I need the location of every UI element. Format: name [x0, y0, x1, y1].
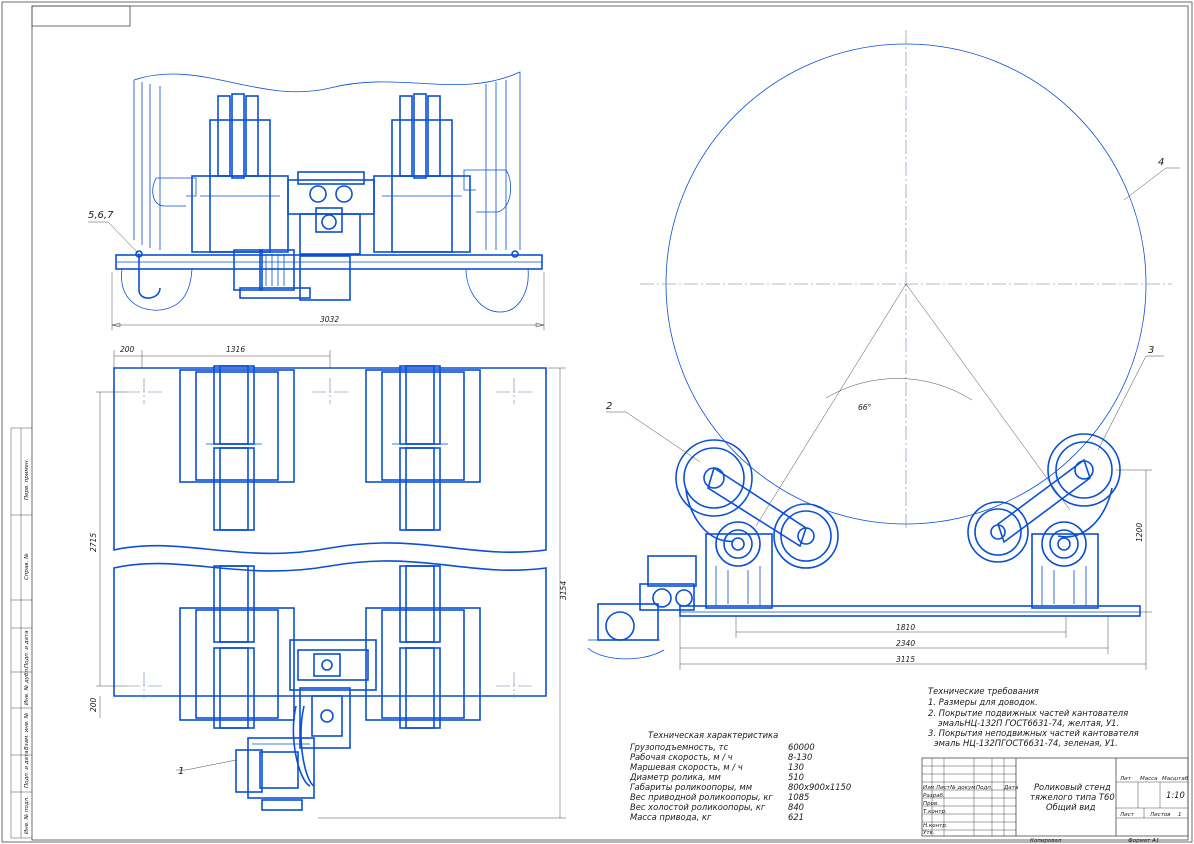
- tb-scale: 1:10: [1166, 790, 1185, 800]
- spec-value-7: 621: [788, 812, 804, 822]
- spec-value-3: 510: [788, 772, 804, 782]
- tb-prov: Пров.: [923, 801, 939, 807]
- tb-masshtab: Масштаб: [1162, 776, 1189, 782]
- dim-angle: 66°: [858, 403, 872, 412]
- spec-label-6: Вес холостой роликоопоры, кг: [630, 802, 766, 812]
- dim-1316: 1316: [226, 345, 245, 354]
- dim-3115: 3115: [896, 655, 915, 664]
- callout-2: 2: [606, 401, 612, 412]
- tb-lit: Лит: [1119, 776, 1132, 782]
- requirements-title: Технические требования: [928, 686, 1039, 696]
- front-view: [88, 71, 545, 330]
- spec-label-4: Габариты роликоопоры, мм: [630, 782, 752, 792]
- side-stamp-columns: Перв. примен. Справ. № Подп. и дата Инв.…: [10, 427, 32, 839]
- dim-2715: 2715: [89, 533, 98, 552]
- spec-value-0: 60000: [788, 742, 815, 752]
- dim-overall-width: 3032: [320, 315, 339, 324]
- side-stamp-3: Подп. и дата: [24, 630, 30, 668]
- callout-5-6-7: 5,6,7: [88, 210, 114, 221]
- spec-label-1: Рабочая скорость, м / ч: [630, 752, 733, 762]
- top-corner-stamp: [31, 5, 131, 27]
- requirement-line-3: эмальНЦ-132П ГОСТ6631-74, желтая, У1.: [938, 718, 1119, 728]
- tb-nkontr: Н.контр.: [923, 823, 948, 829]
- side-stamp-2: Справ. №: [24, 553, 30, 580]
- side-stamp-6: Подп. и дата: [24, 750, 30, 788]
- callout-3: 3: [1148, 345, 1154, 356]
- spec-value-6: 840: [788, 802, 804, 812]
- side-stamp-4: Инв. № дубл.: [24, 667, 30, 705]
- requirement-line-2: 2. Покрытие подвижных частей кантователя: [928, 708, 1128, 718]
- requirement-line-4: 3. Покрытия неподвижных частей кантовате…: [928, 728, 1139, 738]
- tb-name-line-3: Общий вид: [1046, 802, 1096, 812]
- tb-ndokum: № докум.: [949, 785, 977, 791]
- tb-copied: Копировал: [1030, 838, 1062, 844]
- dim-2340: 2340: [896, 639, 915, 648]
- tb-izm: Изм Лист: [923, 785, 951, 791]
- tb-utv: Утв.: [923, 830, 935, 836]
- requirement-line-5: эмаль НЦ-132ПГОСТ6631-74, зеленая, У1.: [934, 738, 1118, 748]
- spec-label-2: Маршевая скорость, м / ч: [630, 762, 743, 772]
- side-stamp-7: Инв. № подл.: [24, 796, 30, 834]
- tb-listov: Листов: [1149, 812, 1171, 818]
- tb-data: Дата: [1003, 785, 1019, 791]
- dim-200-bottom: 200: [89, 697, 98, 712]
- callout-4: 4: [1158, 157, 1164, 168]
- tb-list: Лист: [1119, 812, 1135, 818]
- requirement-line-1: 1. Размеры для доводок.: [928, 697, 1038, 707]
- dim-3154: 3154: [559, 581, 568, 600]
- plan-view: [96, 350, 566, 819]
- side-stamp-1: Перв. примен.: [24, 458, 30, 500]
- tb-razrab: Разраб.: [923, 793, 945, 799]
- callout-1: 1: [178, 766, 184, 777]
- side-stamp-5: Взам. инв. №: [24, 712, 30, 750]
- tb-name-line-2: тяжелого типа Т60: [1030, 792, 1115, 802]
- tb-listov-value: 1: [1178, 812, 1182, 818]
- tb-podp: Подп.: [976, 785, 993, 791]
- spec-label-3: Диаметр ролика, мм: [629, 772, 721, 782]
- spec-value-1: 8-130: [788, 752, 812, 762]
- spec-value-5: 1085: [788, 792, 809, 802]
- title-block: [921, 757, 1189, 837]
- dim-1810: 1810: [896, 623, 915, 632]
- spec-label-5: Вес приводной роликоопоры, кг: [630, 792, 773, 802]
- spec-label-0: Грузоподъемность, тс: [630, 742, 729, 752]
- dim-200-top: 200: [120, 345, 135, 354]
- spec-label-7: Масса привода, кг: [630, 812, 712, 822]
- spec-value-2: 130: [788, 762, 804, 772]
- dim-1200: 1200: [1135, 523, 1144, 542]
- side-view: [587, 30, 1180, 670]
- tb-name-line-1: Роликовый стенд: [1034, 782, 1111, 792]
- spec-value-4: 800х900х1150: [788, 782, 851, 792]
- inner-frame: [31, 5, 1189, 841]
- tb-massa: Масса: [1140, 776, 1158, 782]
- tb-format: Формат А1: [1128, 838, 1159, 844]
- tb-tkontr: Т.контр.: [923, 809, 947, 815]
- specs-title: Техническая характеристика: [648, 730, 778, 740]
- vessel-outline-top: [133, 71, 521, 250]
